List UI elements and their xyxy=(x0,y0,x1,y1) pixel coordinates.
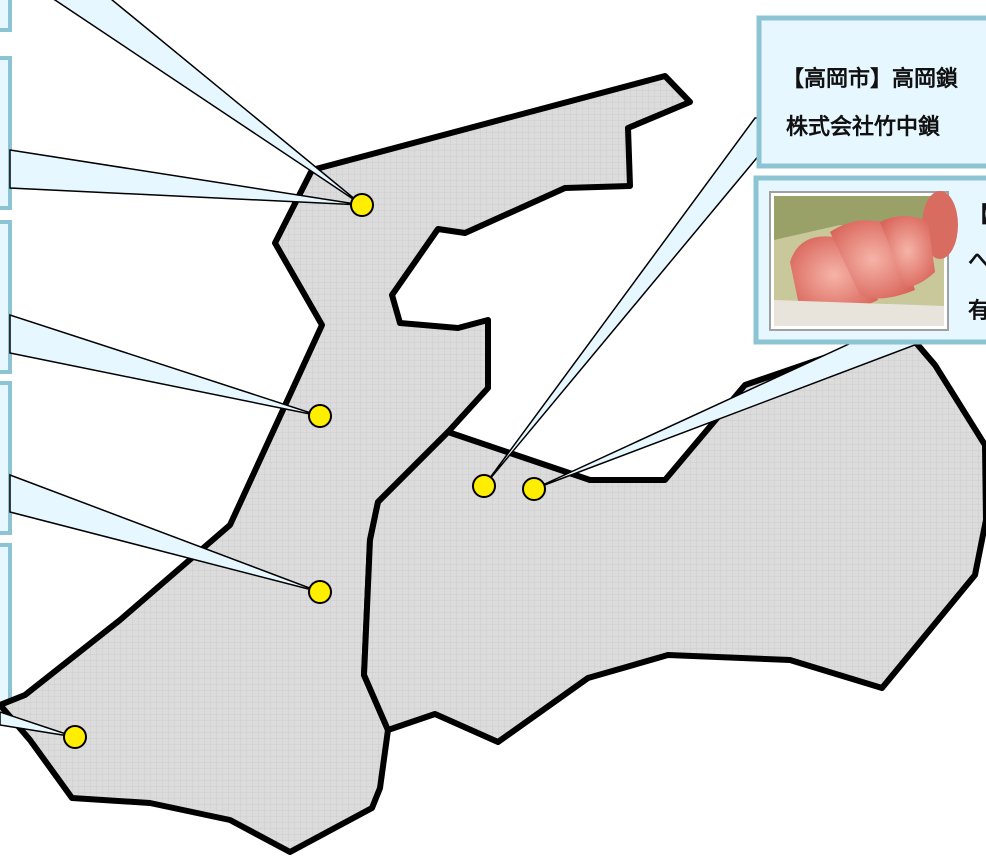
callout-takaoka-line1: 【高岡市】高岡鎖 xyxy=(782,66,959,92)
pointer-wedge-4 xyxy=(9,473,321,593)
left-callout-boxes xyxy=(0,0,12,707)
pointer-wedge-3 xyxy=(9,313,321,417)
left-callout-box-1 xyxy=(0,0,12,32)
callout-pointers xyxy=(0,0,986,738)
callout-takaoka-line2: 株式会社竹中鎖 xyxy=(786,114,941,140)
callout-product-line3: 有 xyxy=(968,298,986,324)
pointer-wedge-5 xyxy=(0,711,76,738)
location-marker-takaoka-2[interactable] xyxy=(522,477,546,501)
sliced-fish-photo-icon xyxy=(769,191,958,331)
land-masses xyxy=(0,73,986,855)
left-callout-box-3 xyxy=(0,220,12,374)
left-callout-box-4 xyxy=(0,381,12,535)
callout-product-line1: 【 xyxy=(968,203,986,228)
callout-product-line2: へ xyxy=(968,249,986,274)
location-marker-takaoka-1[interactable] xyxy=(472,474,496,498)
takaoka-region xyxy=(361,327,986,745)
location-marker-southwest[interactable] xyxy=(63,725,87,749)
location-markers xyxy=(63,193,546,749)
location-marker-north[interactable] xyxy=(350,193,374,217)
location-marker-central[interactable] xyxy=(308,404,332,428)
left-callout-box-5 xyxy=(0,543,12,707)
pointer-wedge-2 xyxy=(9,149,363,206)
pointer-wedge-1 xyxy=(53,0,363,206)
callout-product: 【 へ 有 xyxy=(753,175,986,345)
callout-takaoka: 【高岡市】高岡鎖 株式会社竹中鎖 xyxy=(756,15,986,169)
location-marker-south[interactable] xyxy=(308,580,332,604)
left-callout-box-2 xyxy=(0,56,12,210)
callout-takaoka-box xyxy=(756,15,986,169)
